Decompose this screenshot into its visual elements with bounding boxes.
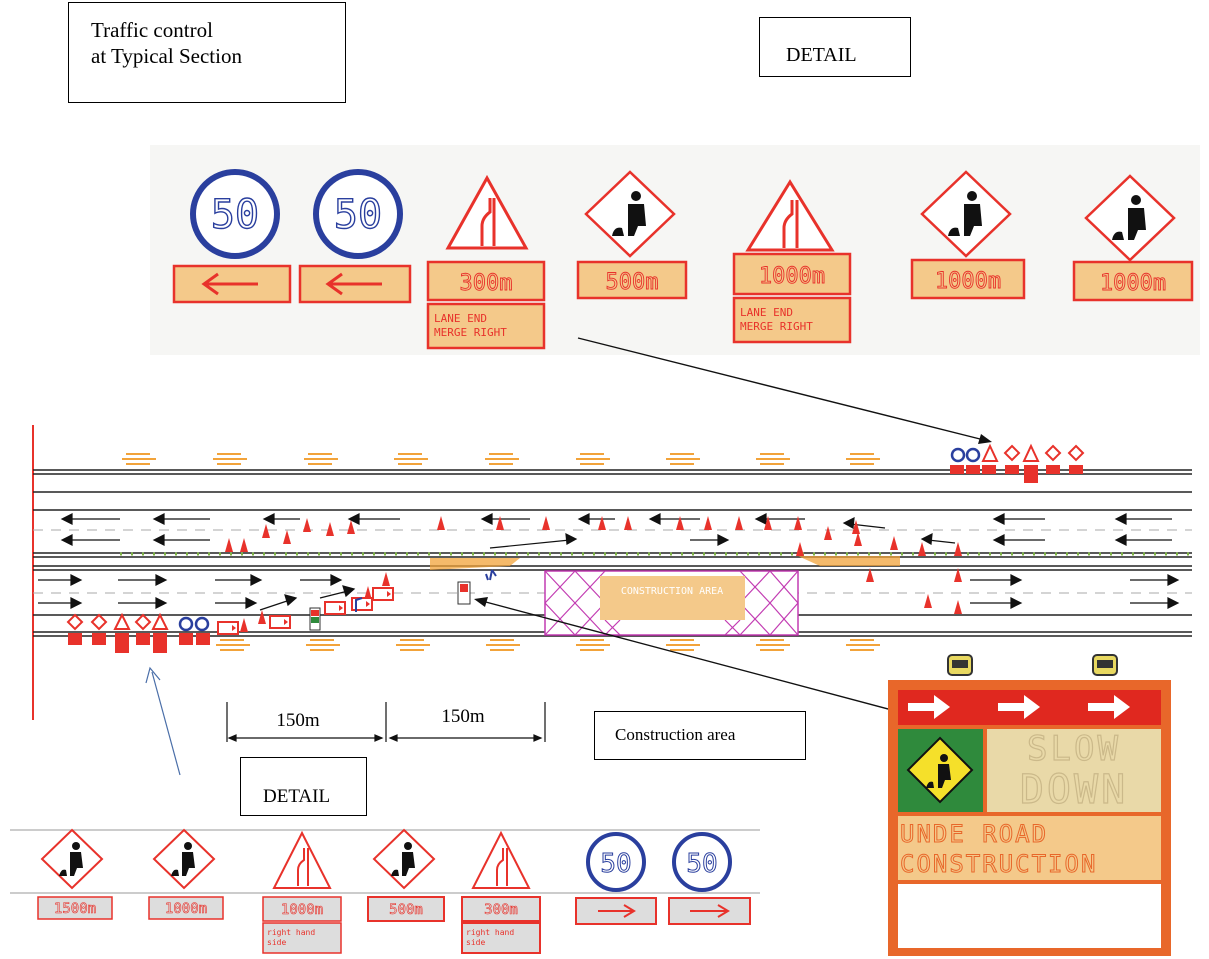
bottom-shoulder-marks bbox=[216, 639, 880, 651]
sign-subtext-2: MERGE RIGHT bbox=[740, 320, 813, 333]
speed-number: 50 bbox=[686, 849, 717, 879]
sign-subtext-1: right hand bbox=[466, 928, 514, 937]
lane-arrows bbox=[38, 513, 1180, 611]
flagman-icon-1 bbox=[355, 597, 363, 612]
speed-number: 50 bbox=[600, 849, 631, 879]
sign-distance: 1000m bbox=[759, 264, 825, 289]
top-lane-end-sign-1: 300m LANE END MERGE RIGHT bbox=[426, 174, 546, 350]
sign-subtext-1: LANE END bbox=[740, 306, 793, 319]
title-box: Traffic control at Typical Section bbox=[68, 2, 346, 103]
sign-subtext-1: right hand bbox=[267, 928, 315, 937]
bottom-lane-end-sign-1: 1000m right hand side bbox=[262, 830, 342, 954]
road-lines bbox=[33, 469, 1192, 637]
construction-area-panel bbox=[600, 576, 745, 620]
bottom-speed-sign-2: 50 bbox=[668, 832, 751, 925]
scale-bar bbox=[226, 702, 546, 742]
sign-distance: 1500m bbox=[54, 901, 96, 917]
top-roadwork-sign-3: 1000m bbox=[1072, 174, 1194, 302]
vms-text-line-2: DOWN bbox=[1020, 767, 1128, 813]
sign-subtext-2: MERGE RIGHT bbox=[434, 326, 507, 339]
bottom-roadwork-sign-3: 500m bbox=[367, 828, 445, 922]
top-speed-sign-1: 50 bbox=[172, 169, 292, 304]
top-detail-band bbox=[150, 145, 1200, 355]
sign-distance: 1000m bbox=[281, 902, 323, 918]
sign-subtext-2: side bbox=[466, 938, 485, 947]
traffic-cones bbox=[225, 516, 962, 632]
construction-area-text: CONSTRUCTION AREA bbox=[621, 586, 723, 597]
sign-distance: 500m bbox=[606, 270, 659, 295]
vms-text-line-3: UNDE ROAD bbox=[900, 820, 1048, 848]
top-lane-end-sign-2: 1000m LANE END MERGE RIGHT bbox=[732, 179, 852, 344]
vms-message-panel bbox=[898, 816, 1161, 880]
title-line-1: Traffic control bbox=[91, 18, 213, 42]
pointer-arrow-bottom-detail bbox=[151, 671, 181, 776]
scale-left-label: 150m bbox=[276, 710, 320, 731]
vms-text-line-4: CONSTRUCTION bbox=[900, 850, 1097, 878]
detail-bottom-label: DETAIL bbox=[240, 757, 367, 816]
top-roadwork-sign-2: 1000m bbox=[910, 170, 1026, 300]
taper-hatch-2 bbox=[798, 556, 900, 566]
lane-arrow-boards bbox=[217, 587, 394, 635]
construction-area-label: Construction area bbox=[594, 711, 806, 760]
detail-top-label: DETAIL bbox=[759, 17, 911, 77]
pointer-arrow-top-detail bbox=[577, 337, 985, 441]
bottom-roadwork-sign-2: 1000m bbox=[148, 828, 224, 920]
bottom-lane-end-sign-2: 300m right hand side bbox=[461, 830, 541, 954]
sign-distance: 1000m bbox=[165, 901, 207, 917]
speed-number: 50 bbox=[211, 192, 259, 238]
taper-hatch-1 bbox=[430, 558, 520, 570]
sign-subtext-2: side bbox=[267, 938, 286, 947]
bottom-roadwork-sign-1: 1500m bbox=[37, 828, 113, 920]
vms-text-line-1: SLOW bbox=[1027, 729, 1121, 769]
pointer-arrow-construction bbox=[481, 600, 893, 711]
scale-right-label: 150m bbox=[441, 706, 485, 727]
sign-distance: 300m bbox=[484, 902, 518, 918]
top-speed-sign-2: 50 bbox=[298, 169, 412, 304]
flagman-icon-2 bbox=[485, 569, 497, 581]
speed-number: 50 bbox=[334, 192, 382, 238]
title-line-2: at Typical Section bbox=[91, 44, 242, 68]
vms-text-panel bbox=[987, 729, 1161, 812]
sign-distance: 300m bbox=[460, 271, 513, 296]
sign-distance: 500m bbox=[389, 902, 423, 918]
vms-arrows bbox=[908, 695, 1130, 719]
sign-distance: 1000m bbox=[935, 269, 1001, 294]
road-right-sign-group bbox=[950, 443, 1085, 483]
road-left-sign-group bbox=[66, 612, 210, 653]
top-roadwork-sign-1: 500m bbox=[576, 170, 688, 300]
top-shoulder-marks bbox=[122, 453, 880, 465]
vms-blank-panel bbox=[898, 884, 1161, 948]
bottom-speed-sign-1: 50 bbox=[575, 832, 657, 925]
sign-subtext-1: LANE END bbox=[434, 312, 487, 325]
sign-distance: 1000m bbox=[1100, 271, 1166, 296]
